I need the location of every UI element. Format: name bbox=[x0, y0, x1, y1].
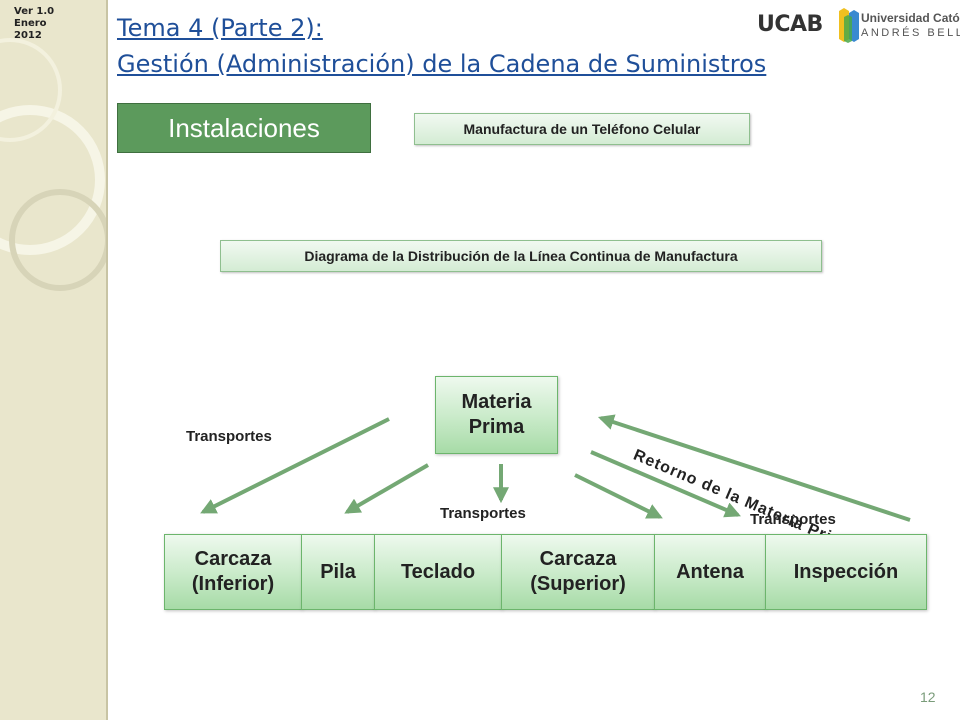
station-label: Pila bbox=[320, 560, 356, 583]
arrow-to-antena bbox=[574, 473, 663, 519]
materia-prima-box: Materia Prima bbox=[435, 376, 558, 454]
version-number: Ver 1.0 bbox=[14, 6, 55, 17]
materia-prima-line2: Prima bbox=[468, 416, 525, 438]
transport-label-center: Transportes bbox=[440, 505, 526, 522]
logo-university-name: Universidad Católica bbox=[861, 11, 960, 25]
logo-university-subname: ANDRÉS BELLO bbox=[861, 27, 960, 39]
page-title-line2[interactable]: Gestión (Administración) de la Cadena de… bbox=[117, 50, 767, 78]
page-number: 12 bbox=[920, 689, 936, 705]
manufacture-title-box: Manufactura de un Teléfono Celular bbox=[414, 113, 750, 145]
logo-brand: UCAB bbox=[757, 12, 823, 37]
decorative-circles bbox=[0, 38, 106, 291]
station-label: Antena bbox=[676, 560, 744, 583]
station-carcaza-inferior: Carcaza (Inferior) bbox=[164, 534, 302, 610]
ucab-logo: UCAB Universidad Católica ANDRÉS BELLO bbox=[757, 6, 960, 46]
page-title-line1[interactable]: Tema 4 (Parte 2): bbox=[117, 14, 323, 42]
arrow-to-carcaza-inferior bbox=[200, 417, 390, 514]
arrow-to-inspeccion bbox=[590, 450, 741, 518]
station-label-line1: Carcaza bbox=[539, 548, 617, 570]
station-label: Teclado bbox=[400, 560, 476, 583]
station-label-line1: Carcaza bbox=[194, 548, 272, 570]
station-label-line2: (Superior) bbox=[530, 573, 626, 595]
transport-label-right: Transportes bbox=[750, 511, 836, 528]
station-pila: Pila bbox=[301, 534, 375, 610]
transport-label-left: Transportes bbox=[186, 428, 272, 445]
station-teclado: Teclado bbox=[374, 534, 502, 610]
section-label-instalaciones: Instalaciones bbox=[117, 103, 371, 153]
version-label: Ver 1.0 Enero 2012 bbox=[14, 6, 54, 42]
version-month: Enero bbox=[14, 18, 47, 29]
logo-emblem-icon bbox=[839, 8, 859, 43]
station-antena: Antena bbox=[654, 534, 766, 610]
arrow-to-pila bbox=[344, 463, 430, 514]
materia-prima-line1: Materia bbox=[461, 391, 532, 413]
station-label: Inspección bbox=[793, 560, 899, 583]
diagram-title-box: Diagrama de la Distribución de la Línea … bbox=[220, 240, 822, 272]
station-label-line2: (Inferior) bbox=[191, 573, 275, 595]
version-year: 2012 bbox=[14, 30, 42, 41]
station-inspeccion: Inspección bbox=[765, 534, 927, 610]
arrow-return-materia-prima bbox=[597, 414, 911, 522]
sidebar-decoration bbox=[0, 0, 108, 720]
station-carcaza-superior: Carcaza (Superior) bbox=[501, 534, 655, 610]
